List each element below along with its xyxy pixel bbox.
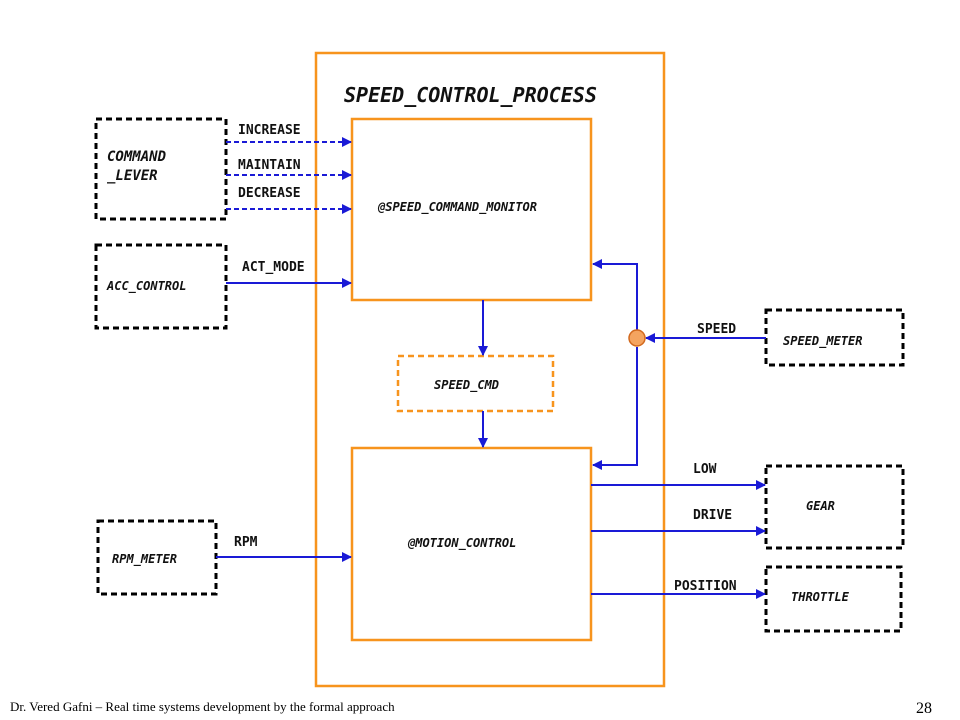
speed-meter-label: SPEED_METER bbox=[783, 334, 862, 349]
position-flow-label: POSITION bbox=[674, 579, 737, 594]
rpm-meter-label: RPM_METER bbox=[112, 552, 177, 567]
footer-credit: Dr. Vered Gafni – Real time systems deve… bbox=[10, 699, 395, 714]
speed-branch-to-motion bbox=[592, 347, 638, 470]
speed-branch-to-monitor bbox=[592, 259, 638, 330]
motion-control-label: @MOTION_CONTROL bbox=[407, 536, 516, 551]
motion-control-box bbox=[350, 446, 593, 642]
page-number: 28 bbox=[916, 700, 932, 717]
throttle-box bbox=[764, 565, 903, 633]
acc-control-box bbox=[94, 243, 228, 330]
speed-meter-box bbox=[764, 308, 905, 367]
throttle-label: THROTTLE bbox=[791, 590, 850, 604]
command-lever-box bbox=[94, 117, 228, 221]
command-lever-label-line1: COMMAND bbox=[107, 149, 166, 165]
low-flow-label: LOW bbox=[693, 462, 717, 477]
decrease-flow-label: DECREASE bbox=[238, 186, 301, 201]
gear-label: GEAR bbox=[806, 499, 835, 513]
speed-cmd-label: SPEED_CMD bbox=[434, 378, 499, 393]
command-lever-label-line2: _LEVER bbox=[107, 168, 158, 184]
drive-flow-label: DRIVE bbox=[693, 508, 732, 523]
maintain-flow-label: MAINTAIN bbox=[238, 158, 301, 173]
rpm-flow-label: RPM bbox=[234, 535, 258, 550]
process-title: SPEED_CONTROL_PROCESS bbox=[344, 83, 597, 107]
act-mode-flow-label: ACT_MODE bbox=[242, 260, 305, 275]
acc-control-label: ACC_CONTROL bbox=[106, 279, 186, 294]
increase-flow-label: INCREASE bbox=[238, 123, 301, 138]
speed-junction bbox=[628, 329, 646, 347]
speed-command-monitor-label: @SPEED_COMMAND_MONITOR bbox=[377, 200, 537, 215]
speed-cmd-store bbox=[396, 354, 555, 413]
speed-command-monitor-box bbox=[350, 117, 593, 302]
speed-flow-label: SPEED bbox=[697, 322, 736, 337]
